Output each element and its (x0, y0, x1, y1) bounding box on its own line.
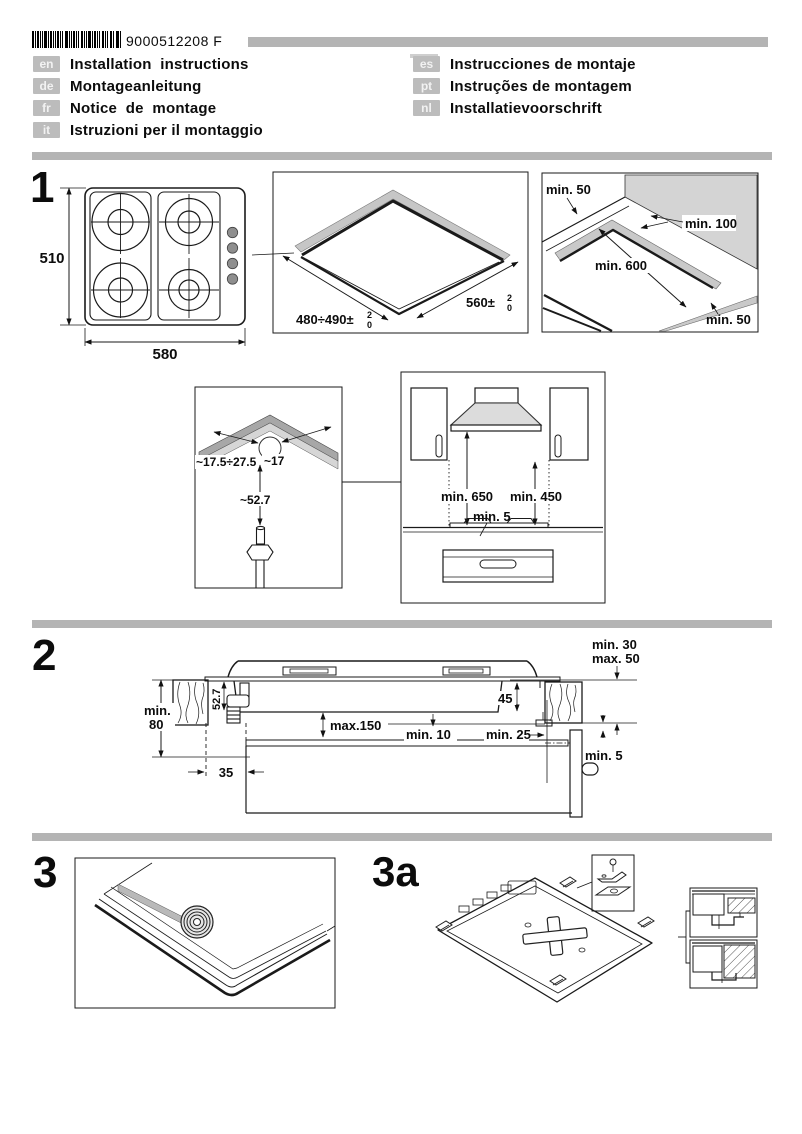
clearance-middle: min. 600 (595, 258, 647, 273)
dim-cutout-depth-tol-top: 2 (367, 310, 372, 320)
step-number-1: 1 (30, 163, 55, 212)
corner-gas-connection-view: ~17.5÷27.5 ~17 ~52.7 (194, 386, 343, 589)
language-code-de: de (33, 78, 60, 94)
step-number-3a: 3a (372, 848, 419, 895)
hob-on-worktop (403, 518, 603, 533)
dim-side-gap: min. 25 (486, 727, 531, 742)
language-title-it: Istruzioni per il montaggio (70, 121, 263, 139)
dim-worktop-min: min. 30 (592, 637, 637, 652)
tape-roll (180, 905, 214, 939)
fixing-clamps (435, 876, 655, 986)
cross-brace (522, 916, 588, 956)
language-title-fr: Notice de montage (70, 99, 217, 117)
section-divider (32, 152, 772, 160)
clearance-right: min. 100 (685, 216, 737, 231)
dim-bottom-gap: min. 5 (585, 748, 623, 763)
dim-cutout-depth-tol-bottom: 0 (367, 320, 372, 330)
thin-worktop-detail (689, 887, 758, 938)
language-row-it: it Istruzioni per il montaggio (33, 121, 263, 139)
dim-hob-gap: min. 5 (473, 509, 511, 524)
dim-max-depth: max.150 (330, 718, 381, 733)
dim-min80-word: min. (144, 703, 171, 718)
language-row-de: de Montageanleitung (33, 77, 202, 95)
step-number-3: 3 (33, 848, 58, 897)
dim-cutout-width-tol-top: 2 (507, 293, 512, 303)
gas-elbow-fitting (226, 682, 250, 724)
clearance-bottom: min. 50 (706, 312, 751, 327)
section3-diagrams (74, 854, 758, 1009)
base-drawer-unit (442, 549, 554, 583)
language-row-fr: fr Notice de montage (33, 99, 216, 117)
burner-ports (458, 880, 537, 913)
language-code-pt: pt (413, 78, 440, 94)
dim-min80-value: 80 (149, 717, 163, 732)
dim-hood-clearance: min. 650 (441, 489, 493, 504)
dim-oven-gap: min. 10 (406, 727, 451, 742)
oven-cabinet (245, 729, 599, 818)
dim-front-offset: 35 (219, 765, 233, 780)
dim-510: 510 (39, 250, 64, 267)
worktop-right-block (544, 681, 583, 724)
barcode (32, 31, 121, 48)
step-number-2: 2 (32, 631, 57, 680)
language-code-en: en (33, 56, 60, 72)
document-code: 9000512208 F (126, 33, 223, 49)
sealing-tape-view (74, 857, 336, 1009)
dim-connector-depth: 52.7 (211, 689, 223, 710)
dim-worktop-max: max. 50 (592, 651, 640, 666)
clamp-mounting-details (678, 887, 758, 989)
language-code-it: it (33, 122, 60, 138)
header-gray-bar (248, 37, 768, 47)
wall-clearance-view: min. 50 min. 100 min. 600 min. 50 (541, 172, 759, 333)
language-title-en: Installation instructions (70, 55, 249, 73)
thick-worktop-detail (689, 939, 758, 989)
language-code-es: es (413, 56, 440, 72)
language-row-en: en Installation instructions (33, 55, 249, 73)
language-code-nl: nl (413, 100, 440, 116)
language-row-nl: nl Installatievoorschrift (413, 99, 602, 117)
hob-underside-view (435, 854, 655, 1003)
worktop-left-block (172, 679, 209, 726)
section2-cross-section: 52.7 min. 80 35 min. 30 max. 50 (142, 637, 640, 818)
language-title-pt: Instruções de montagem (450, 77, 632, 95)
language-code-fr: fr (33, 100, 60, 116)
dim-cabinet-clearance: min. 450 (510, 489, 562, 504)
worktop-cutout-view: 480÷490± 2 0 560± 2 0 (251, 171, 529, 334)
extractor-hood (449, 387, 543, 432)
clamp-detail-inset (591, 854, 635, 912)
dim-cutout-depth: 480÷490± (296, 312, 354, 327)
language-row-es: es Instrucciones de montaje (413, 55, 636, 73)
dim-580: 580 (152, 346, 177, 363)
gas-connection-fitting (246, 525, 274, 588)
hob-top-view: 510 580 (39, 187, 246, 363)
midrow-diagrams: ~17.5÷27.5 ~17 ~52.7 (194, 371, 606, 604)
dim-corner-depth: ~52.7 (240, 493, 271, 507)
section-divider (32, 833, 772, 841)
dim-front-depth: 45 (498, 691, 512, 706)
language-row-pt: pt Instruções de montagem (413, 77, 632, 95)
section1-diagrams: 510 580 (39, 171, 759, 363)
dim-corner-range: ~17.5÷27.5 (196, 455, 257, 469)
dim-cutout-width: 560± (466, 295, 495, 310)
section-divider (32, 620, 772, 628)
dim-cutout-width-tol-bottom: 0 (507, 303, 512, 313)
control-knobs (226, 226, 239, 285)
dim-corner-radius: ~17 (264, 454, 285, 468)
hood-clearance-view: min. 650 min. 450 min. 5 (400, 371, 606, 604)
clearance-top-left: min. 50 (546, 182, 591, 197)
left-wall-cabinet (410, 387, 448, 461)
language-title-de: Montageanleitung (70, 77, 202, 95)
language-title-es: Instrucciones de montaje (450, 55, 636, 73)
right-wall-cabinet (549, 387, 589, 461)
language-title-nl: Installatievoorschrift (450, 99, 602, 117)
